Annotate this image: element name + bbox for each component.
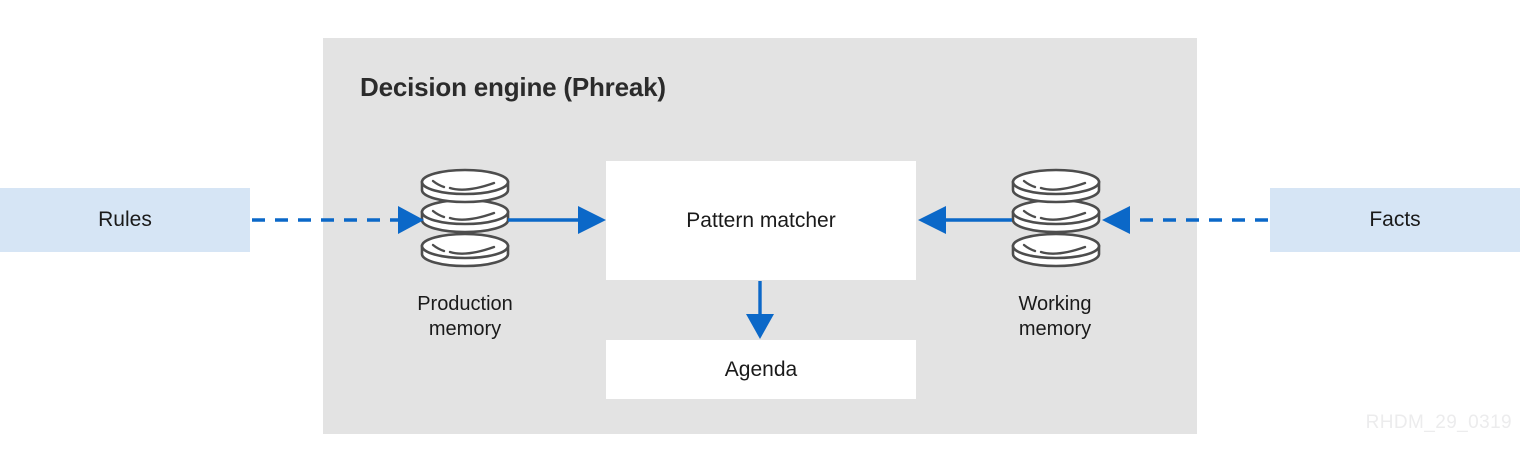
agenda-box: Agenda [606, 340, 916, 399]
production-memory-database-icon [419, 168, 511, 272]
production-memory-label: Production memory [365, 292, 565, 342]
production-memory-label-line1: Production [417, 293, 513, 315]
facts-box: Facts [1270, 188, 1520, 252]
working-memory-label-line2: memory [1018, 318, 1092, 340]
rules-box: Rules [0, 188, 250, 252]
agenda-label: Agenda [724, 357, 798, 381]
watermark-label: RHDM_29_0319 [1365, 412, 1512, 433]
facts-label: Facts [1369, 208, 1421, 231]
decision-engine-title: Decision engine (Phreak) [360, 72, 666, 102]
pattern-matcher-box: Pattern matcher [606, 161, 916, 280]
pattern-matcher-label: Pattern matcher [686, 208, 836, 232]
working-memory-label: Working memory [955, 292, 1155, 342]
production-memory-label-line2: memory [428, 318, 502, 340]
working-memory-database-icon [1010, 168, 1102, 272]
rules-label: Rules [98, 208, 152, 231]
working-memory-label-line1: Working [1018, 293, 1092, 315]
